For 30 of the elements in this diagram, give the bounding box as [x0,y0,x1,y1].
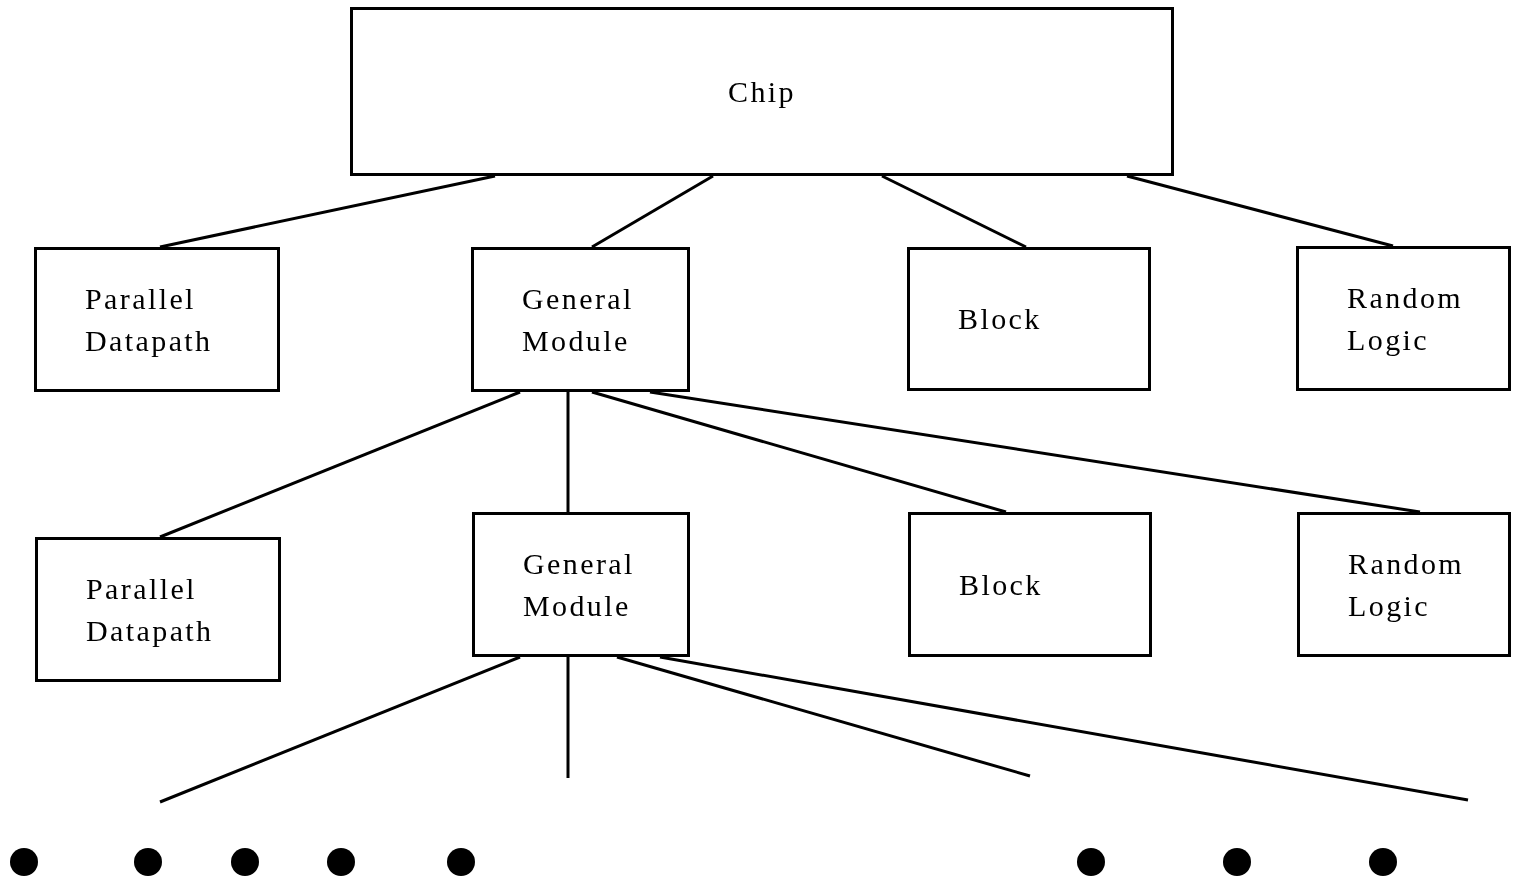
component-box [1297,512,1511,657]
connector-line [1126,174,1394,248]
box-label: Block [958,301,1042,337]
component-box [35,537,281,682]
box-label: Block [959,566,1043,603]
connector-line [159,655,521,804]
connector-line [881,174,1027,249]
component-box [1296,246,1511,391]
box-label: Random Logic [1348,545,1465,624]
component-box [908,512,1152,657]
connector-line [659,655,1469,802]
box-label: Random Logic [1347,279,1464,358]
connector-line [616,655,1031,778]
component-box [471,247,690,392]
component-box [472,512,690,657]
connector-line [591,390,1007,514]
component-box [34,247,280,392]
box-label: General Module [522,280,635,359]
box-label: Chip [728,73,796,110]
box-label: Parallel Datapath [86,570,215,649]
component-box [907,247,1151,391]
connector-line [159,174,496,249]
connector-line [566,657,570,778]
component-box [350,7,1174,176]
box-label: Parallel Datapath [85,280,214,359]
connector-line [591,174,714,249]
connector-line [649,390,1421,514]
box-label: General Module [523,545,636,624]
connector-line [566,392,570,512]
connector-line [159,390,521,539]
